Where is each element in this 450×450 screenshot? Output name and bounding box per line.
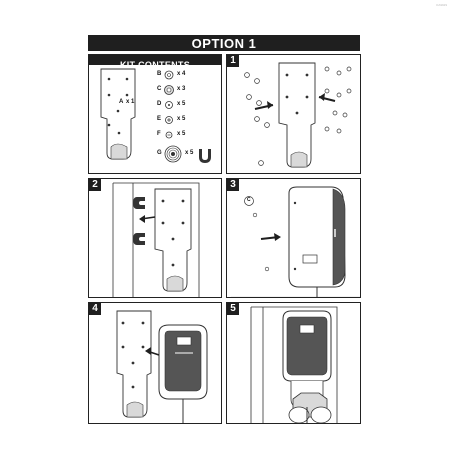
arrow-right-icon (254, 101, 274, 110)
arrow-left-icon (145, 347, 160, 356)
kit-contents-panel: KIT CONTENTS (88, 54, 222, 174)
part-g-drawing (164, 145, 182, 163)
kit-item-g-letter: G (157, 150, 162, 156)
magnet-icon (133, 197, 145, 209)
step-5-panel: 5 (226, 302, 361, 424)
kit-item-b-qty: x 4 (177, 71, 186, 77)
kit-item-d-qty: x 5 (177, 101, 186, 107)
step-5-illustration (250, 306, 338, 423)
kit-header: KIT CONTENTS (89, 55, 221, 70)
step-4-number: 4 (89, 303, 101, 315)
charger-drawing (282, 310, 332, 382)
kit-item-e-letter: E (157, 116, 162, 122)
arrow-left-icon (318, 93, 336, 102)
kit-item-a-letter: A (119, 99, 124, 105)
step-2-panel: 2 (88, 178, 222, 298)
kit-title: KIT CONTENTS (119, 60, 191, 70)
arrow-left-icon (139, 215, 156, 223)
magnet-icon (133, 233, 145, 245)
kit-item-f-letter: F (157, 131, 161, 137)
step-4-illustration (116, 310, 208, 423)
step-5-number: 5 (227, 303, 239, 315)
charger-drawing (288, 186, 346, 288)
kit-item-c-qty: x 3 (177, 86, 186, 92)
kit-item-b-letter: B (157, 71, 162, 77)
kit-item-f-qty: x 5 (177, 131, 186, 137)
charger-drawing (158, 324, 208, 400)
kit-item-d-letter: D (157, 101, 162, 107)
part-c-callout: C (247, 197, 251, 203)
connector-handle-drawing (288, 392, 332, 423)
kit-item-g-qty: x 5 (185, 150, 194, 156)
page-title: OPTION 1 (191, 36, 257, 51)
arrow-right-icon (260, 233, 281, 241)
magnet-icon (199, 149, 211, 163)
step-2-illustration (112, 182, 200, 297)
title-bar: OPTION 1 (88, 35, 360, 51)
step-1-illustration (244, 62, 352, 168)
kit-illustration (100, 68, 211, 163)
document-id: OA9929 (435, 3, 447, 7)
step-1-panel: 1 (226, 54, 361, 174)
step-3-number: 3 (227, 179, 239, 191)
step-4-panel: 4 (88, 302, 222, 424)
step-3-panel: 3 (226, 178, 361, 298)
kit-item-a-qty: x 1 (126, 99, 135, 105)
step-2-number: 2 (89, 179, 101, 191)
step-1-number: 1 (227, 55, 239, 67)
step-3-illustration (231, 186, 360, 297)
kit-item-e-qty: x 5 (177, 116, 186, 122)
kit-item-c-letter: C (157, 86, 162, 92)
